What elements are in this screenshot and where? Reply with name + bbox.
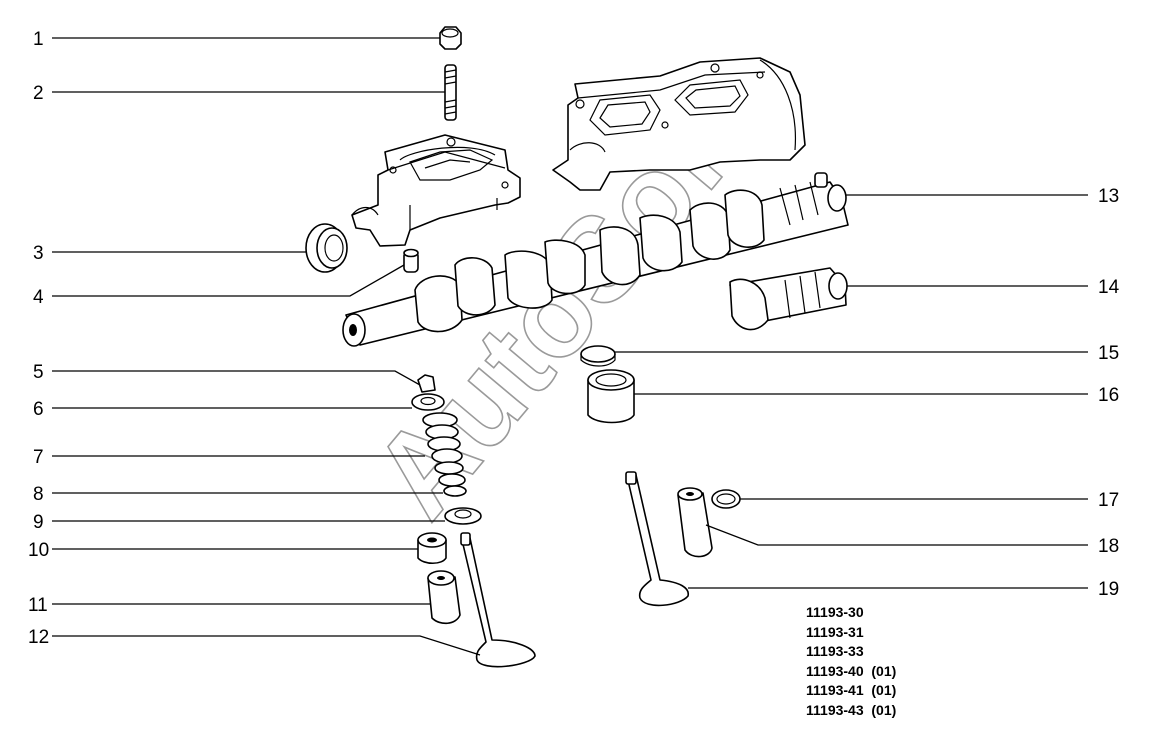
- callout-19: 19: [1098, 579, 1119, 600]
- circlip-ring: [711, 489, 741, 509]
- camshaft-housing-small: [351, 134, 521, 247]
- callout-11: 11: [28, 595, 48, 616]
- flange-nut: [439, 26, 462, 50]
- callout-6: 6: [33, 399, 44, 420]
- callout-12: 12: [28, 627, 49, 648]
- camshaft: [342, 172, 849, 347]
- part-code: 11193-31: [806, 623, 864, 640]
- valve-guide-right: [677, 487, 713, 558]
- oil-seal: [305, 223, 348, 273]
- valve-right: [625, 471, 689, 607]
- valve-left: [460, 532, 536, 668]
- callout-numbers: 1 2 3 4 5 6 7 8 9 10 11 12 13 14 15 16 1…: [28, 29, 1120, 648]
- callout-18: 18: [1098, 536, 1119, 557]
- part-code: 11193-30: [806, 604, 864, 620]
- part-codes-list: 11193-30 11193-31 11193-33 11193-40 (01)…: [806, 603, 896, 721]
- callout-7: 7: [33, 447, 44, 468]
- valve-guide-left: [427, 570, 461, 625]
- camshaft-second: [729, 267, 848, 331]
- spring-retainer: [411, 393, 445, 411]
- callout-3: 3: [33, 243, 44, 264]
- callout-1: 1: [33, 29, 44, 50]
- callout-10: 10: [28, 540, 49, 561]
- valve-keepers: [417, 374, 436, 393]
- stud-bolt: [444, 64, 457, 121]
- leader-lines: [52, 37, 1088, 656]
- camshaft-housing-large: [552, 57, 806, 191]
- adjusting-shim: [580, 345, 616, 367]
- callout-8: 8: [33, 484, 44, 505]
- callout-14: 14: [1098, 277, 1120, 298]
- callout-13: 13: [1098, 186, 1119, 207]
- part-code: 11193-43 (01): [806, 701, 897, 718]
- dowel-sleeve: [403, 248, 419, 273]
- part-code: 11193-40 (01): [806, 662, 897, 679]
- valve-stem-seal: [417, 532, 447, 565]
- spring-seat-washer: [444, 507, 482, 525]
- valve-spring: [422, 412, 467, 497]
- callout-4: 4: [33, 287, 44, 308]
- callout-17: 17: [1098, 490, 1119, 511]
- callout-15: 15: [1098, 343, 1119, 364]
- callout-5: 5: [33, 362, 44, 383]
- callout-16: 16: [1098, 385, 1119, 406]
- callout-9: 9: [33, 512, 44, 533]
- part-code: 11193-33: [806, 643, 864, 660]
- part-code: 11193-41 (01): [806, 682, 897, 699]
- valve-tappet: [587, 369, 635, 424]
- callout-2: 2: [33, 83, 44, 104]
